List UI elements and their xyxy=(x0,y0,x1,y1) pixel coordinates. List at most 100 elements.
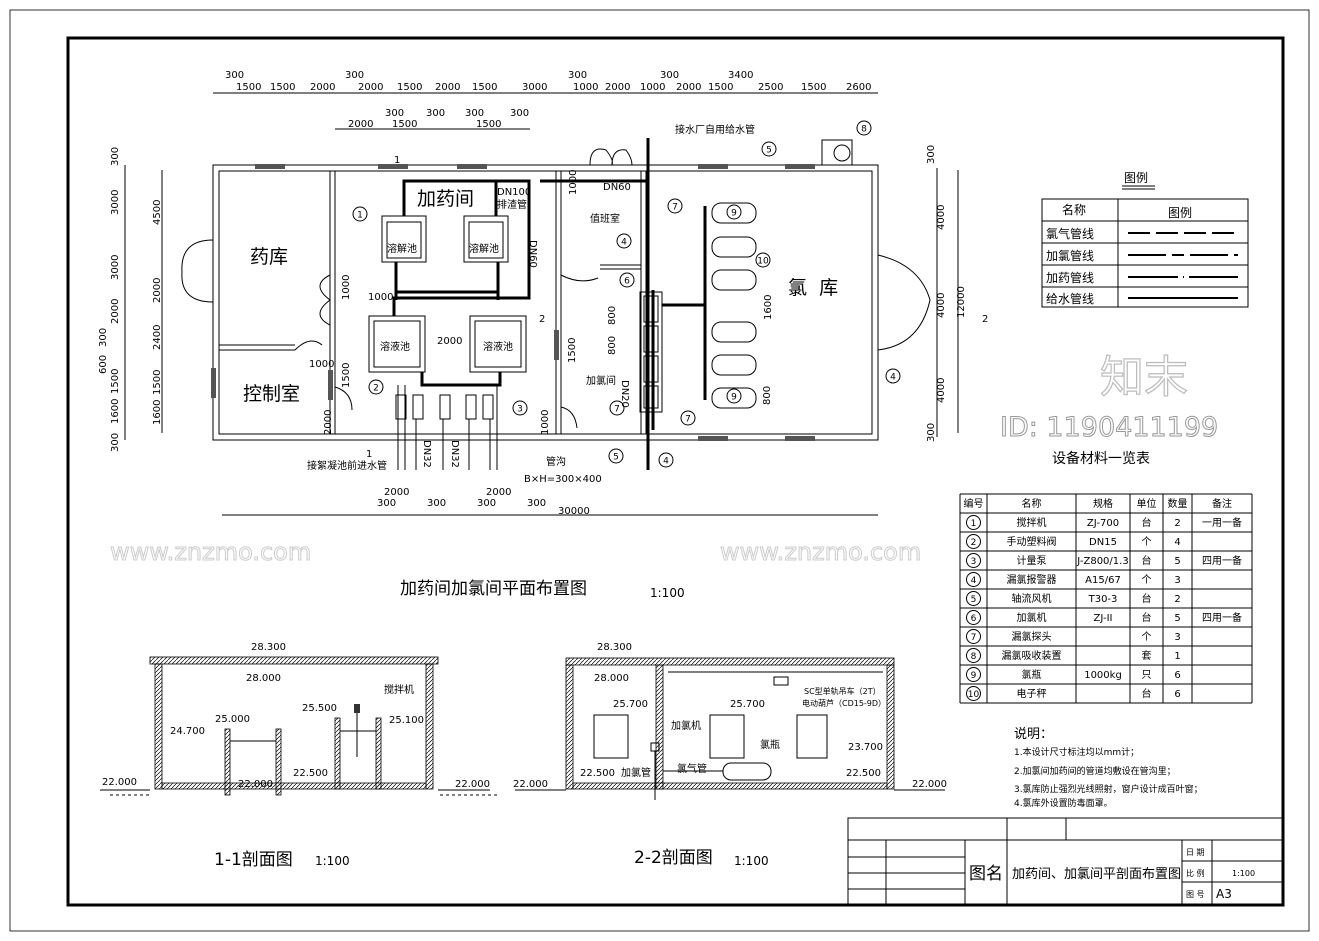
item-number-circle xyxy=(966,648,981,663)
table-cell: 加氯机 xyxy=(1017,611,1047,624)
elevation-label: 28.000 xyxy=(594,673,629,684)
elevation-label: 22.000 xyxy=(912,779,947,790)
solution-tank-label: 溶液池 xyxy=(483,340,513,353)
dimension-label: 1500 xyxy=(110,369,121,394)
dimension-label: 1500 xyxy=(567,338,578,363)
callout-circle xyxy=(761,141,777,157)
callout-circle xyxy=(856,120,872,136)
dimension-label: 1500 xyxy=(801,82,826,93)
pipe-label: DN60 xyxy=(527,240,538,268)
dimension-label: 2000 xyxy=(486,487,511,498)
date-label: 日 期 xyxy=(1186,848,1205,857)
dimension-label: 300 xyxy=(465,108,484,119)
dimension-label: 300 xyxy=(926,145,937,164)
dimension-label: 1500 xyxy=(476,119,501,130)
dissolve-tank-label: 溶解池 xyxy=(469,242,499,255)
table-cell: 1 xyxy=(971,519,977,529)
dimension-label: 300 xyxy=(427,498,446,509)
dimension-label: 30000 xyxy=(558,506,590,517)
dimension-label: 300 xyxy=(510,108,529,119)
table-cell: 6 xyxy=(1174,670,1180,681)
item-number-circle xyxy=(966,610,981,625)
callout-number: 4 xyxy=(890,373,896,383)
dimension-label: 3000 xyxy=(110,190,121,215)
section-1-1: 28.300 28.000 24.700 25.000 25.500 25.10… xyxy=(100,642,500,870)
gas-pipe-label: 氯气管 xyxy=(677,762,707,775)
notes: 说明： 1.本设计尺寸标注均以mm计； 2.加氯间加药间的管道均敷设在管沟里； … xyxy=(1014,727,1203,809)
table-header: 规格 xyxy=(1093,497,1113,510)
dimension-label: 3000 xyxy=(110,255,121,280)
table-cell: 3 xyxy=(1174,575,1180,586)
legend-item-name: 给水管线 xyxy=(1046,291,1094,306)
table-cell: 电子秤 xyxy=(1017,687,1047,700)
table-cell: 6 xyxy=(971,614,977,624)
pipe-label: DN100 xyxy=(497,187,531,198)
elevation-label: 25.700 xyxy=(613,699,648,710)
sheet-border xyxy=(9,9,1310,932)
callout-number: 3 xyxy=(517,405,523,415)
dimension-label: 1000 xyxy=(368,292,393,303)
callout-circle xyxy=(726,204,742,220)
dimension-label: 2000 xyxy=(348,119,373,130)
section-2-title: 2-2剖面图 xyxy=(634,848,713,868)
room-lvku: 氯 库 xyxy=(788,277,838,299)
drawing-frame xyxy=(66,36,1285,907)
drawing-no-value: A3 xyxy=(1216,887,1232,901)
elevation-label: 22.000 xyxy=(455,779,490,790)
table-cell: 漏氯报警器 xyxy=(1007,573,1057,586)
callout-number: 7 xyxy=(614,405,620,415)
elevation-label: 25.100 xyxy=(389,715,424,726)
callout-number: 4 xyxy=(663,457,669,467)
table-cell: 氯瓶 xyxy=(1022,668,1042,681)
table-cell: ZJ-700 xyxy=(1087,518,1119,529)
callout-circle xyxy=(616,233,632,249)
callout-circle xyxy=(608,448,624,464)
legend-header: 名称 xyxy=(1062,202,1086,217)
table-cell: 手动塑料阀 xyxy=(1007,535,1057,548)
dimension-label: 2000 xyxy=(437,336,462,347)
table-cell: 台 xyxy=(1142,516,1152,529)
callout-circle xyxy=(726,388,742,404)
dimension-label: 2500 xyxy=(758,82,783,93)
table-cell: 台 xyxy=(1142,554,1152,567)
item-number-circle xyxy=(966,686,981,701)
table-cell: 5 xyxy=(1174,556,1180,567)
dimension-label: 2000 xyxy=(110,299,121,324)
dimension-label: 1600 xyxy=(110,399,121,424)
drawing-no-label: 图 号 xyxy=(1186,890,1205,899)
dimension-label: 3000 xyxy=(522,82,547,93)
callout-number: 5 xyxy=(613,453,619,463)
dimension-label: 300 xyxy=(225,70,244,81)
elevation-label: 22.500 xyxy=(580,768,615,779)
callout-number: 5 xyxy=(766,146,772,156)
table-cell: 2 xyxy=(971,538,977,548)
table-header: 编号 xyxy=(964,497,984,510)
table-cell: 台 xyxy=(1142,592,1152,605)
item-number-circle xyxy=(966,629,981,644)
dimension-label: 300 xyxy=(385,108,404,119)
dimension-label: 1000 xyxy=(568,170,579,195)
item-number-circle xyxy=(966,667,981,682)
elevation-label: 22.500 xyxy=(846,768,881,779)
section-2-2: 28.300 28.000 25.700 25.700 23.700 22.00… xyxy=(513,642,947,868)
dimension-label: 3400 xyxy=(728,70,753,81)
drawing-name-label: 图名 xyxy=(969,864,1003,884)
dimension-label: 1000 xyxy=(309,359,334,370)
cylinder-label: 氯瓶 xyxy=(760,738,780,751)
trench-label: 管沟 xyxy=(546,455,566,468)
notes-title: 说明： xyxy=(1014,727,1053,742)
item-number-circle xyxy=(966,534,981,549)
callout-circle xyxy=(755,252,771,268)
section-mark: 1 xyxy=(394,155,400,166)
callout-circle xyxy=(352,206,368,222)
dimension-label: 1500 xyxy=(152,370,163,395)
elevation-label: 28.000 xyxy=(246,673,281,684)
table-cell: 一用一备 xyxy=(1202,516,1242,529)
item-number-circle xyxy=(966,591,981,606)
trench-size-label: B×H=300×400 xyxy=(524,474,602,485)
dimension-label: 1500 xyxy=(708,82,733,93)
table-cell: 个 xyxy=(1142,631,1152,643)
crane-label: SC型单轨吊车（2T） xyxy=(804,686,881,696)
legend: 图例 名称 图例 氯气管线 加氯管线 加药管线 给水管线 xyxy=(1041,171,1249,308)
